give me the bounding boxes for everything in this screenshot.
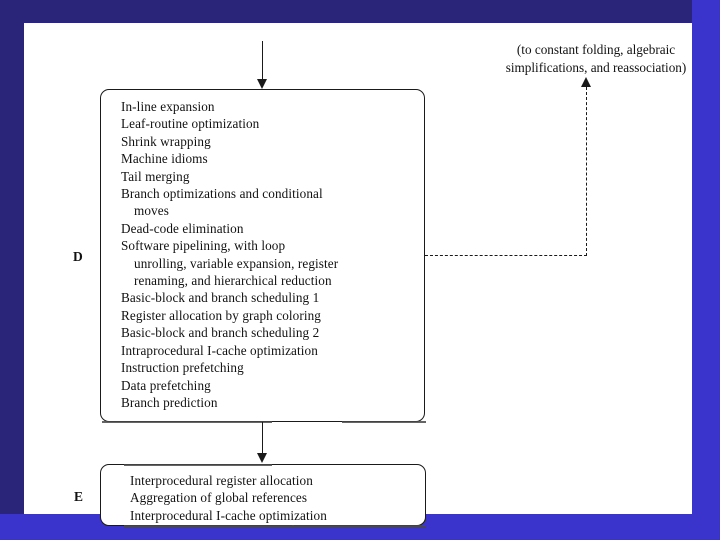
feedback-caption: (to constant folding, algebraic simplifi…	[460, 41, 720, 76]
slide-border-left	[0, 0, 24, 518]
list-item: Dead-code elimination	[121, 220, 244, 236]
list-item: Basic-block and branch scheduling 1	[121, 290, 320, 306]
feedback-path-vertical	[585, 87, 587, 256]
arrow-d-to-e-shaft	[261, 422, 263, 454]
list-item: Tail merging	[121, 168, 190, 184]
feedback-caption-line-1: (to constant folding, algebraic	[516, 42, 676, 57]
list-item: Aggregation of global references	[130, 490, 308, 506]
diagram-canvas: (to constant folding, algebraic simplifi…	[24, 23, 692, 527]
list-item: Intraprocedural I-cache optimization	[121, 342, 318, 358]
list-item: Branch prediction	[121, 394, 218, 410]
list-item: Instruction prefetching	[121, 360, 244, 376]
scan-artifact-1	[102, 421, 272, 423]
list-item: unrolling, variable expansion, register	[134, 255, 339, 271]
arrow-into-stage-d-head	[256, 79, 267, 89]
arrow-d-to-e-head	[256, 453, 267, 463]
list-item: Branch optimizations and conditional	[121, 186, 323, 202]
list-item: Shrink wrapping	[121, 133, 211, 149]
stage-d-label: D	[73, 249, 83, 264]
slide-border-right	[692, 0, 720, 540]
list-item: Interprocedural I-cache optimization	[130, 507, 327, 523]
stage-e-label: E	[74, 489, 84, 504]
feedback-path-arrowhead	[581, 77, 591, 87]
list-item: moves	[134, 203, 169, 219]
list-item: Leaf-routine optimization	[121, 116, 260, 132]
list-item: renaming, and hierarchical reduction	[134, 273, 332, 289]
list-item: Interprocedural register allocation	[130, 473, 313, 488]
list-item: Register allocation by graph coloring	[121, 307, 321, 323]
feedback-path-horizontal	[425, 255, 587, 256]
feedback-caption-line-2: simplifications, and reassociation)	[505, 59, 687, 75]
list-item: Machine idioms	[121, 151, 208, 167]
list-item: In-line expansion	[121, 99, 215, 114]
scan-artifact-3	[124, 464, 272, 466]
scan-artifact-4	[124, 525, 294, 527]
list-item: Software pipelining, with loop	[121, 238, 286, 254]
slide-border-top	[0, 0, 720, 23]
scan-artifact-5	[292, 525, 426, 527]
scan-artifact-2	[342, 421, 426, 423]
list-item: Data prefetching	[121, 377, 211, 393]
arrow-into-stage-d-shaft	[261, 41, 263, 81]
list-item: Basic-block and branch scheduling 2	[121, 325, 320, 341]
